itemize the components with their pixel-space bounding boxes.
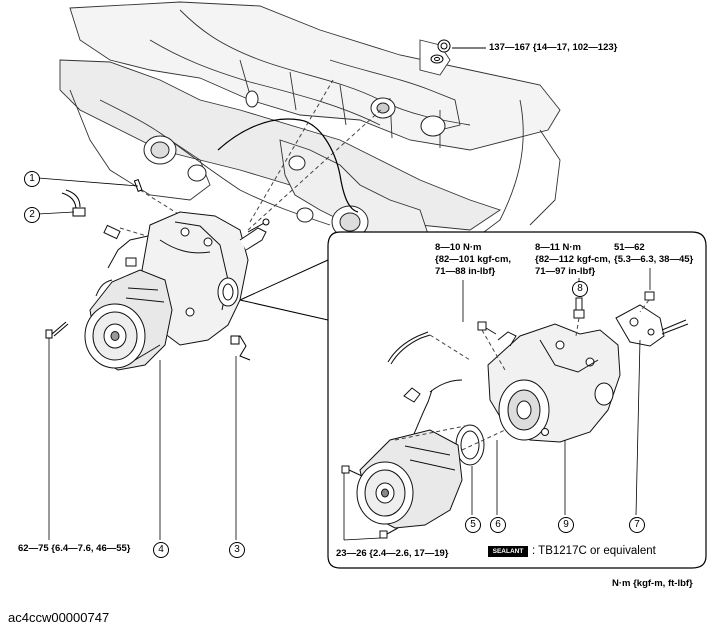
torque-bolt-b-line-1: 8—11 N·m (535, 242, 581, 253)
torque-bolt-a-line-1: 8—10 N·m (435, 242, 482, 253)
torque-label-subframe-nut: 137—167 {14—17, 102—123} (489, 42, 618, 53)
breather-hose (217, 118, 359, 213)
part-3-clip (230, 335, 251, 361)
sealant-note: : TB1217C or equivalent (532, 545, 656, 557)
torque-label-bolt-d: 23—26 {2.4—2.6, 17—19} (336, 548, 449, 559)
torque-label-bolt-c: 51—62 {5.3—6.3, 38—45} (614, 242, 693, 266)
torque-label-lower-bolt: 62—75 {6.4—7.6, 46—55} (18, 543, 131, 554)
callout-7: 7 (629, 517, 645, 533)
sealant-badge: SEALANT (488, 546, 528, 557)
figure-code: ac4ccw00000747 (8, 610, 110, 625)
rear-subframe (59, 1, 561, 256)
torque-bolt-b-line-2: {82—112 kgf-cm, (535, 254, 611, 265)
callout-4: 4 (153, 542, 169, 558)
torque-bolt-c-line-2: {5.3—6.3, 38—45} (614, 254, 694, 265)
torque-label-bolt-b: 8—11 N·m {82—112 kgf-cm, 71—97 in-lbf} (535, 242, 611, 278)
torque-bolt-c-line-1: 51—62 (614, 242, 645, 253)
torque-units-legend: N·m {kgf-m, ft-lbf} (612, 578, 693, 589)
detail-pointer-2 (239, 259, 329, 301)
leader-lines-detail (343, 268, 651, 541)
torque-label-bolt-a: 8—10 N·m {82—101 kgf-cm, 71—88 in-lbf} (435, 242, 511, 278)
projection-lines (119, 79, 384, 241)
mounting-bolt-side (247, 218, 270, 233)
detail-exploded-parts (341, 291, 689, 539)
callout-5: 5 (465, 517, 481, 533)
subframe-bushings (143, 90, 446, 239)
subframe-nut (430, 39, 486, 64)
rear-differential-assembly (84, 211, 267, 371)
torque-bolt-a-line-2: {82—101 kgf-cm, (435, 254, 512, 265)
callout-3: 3 (229, 542, 245, 558)
callout-9: 9 (558, 517, 574, 533)
callout-6: 6 (490, 517, 506, 533)
mounting-bolt-lower (45, 321, 69, 339)
callout-1: 1 (24, 171, 40, 187)
torque-bolt-a-line-3: 71—88 in-lbf} (435, 266, 496, 277)
callout-8: 8 (572, 281, 588, 297)
callout-2: 2 (24, 207, 40, 223)
detail-projection-lines (394, 299, 650, 451)
torque-bolt-b-line-3: 71—97 in-lbf} (535, 266, 596, 277)
leader-lines-main (37, 177, 237, 540)
detail-pointer (239, 299, 329, 321)
